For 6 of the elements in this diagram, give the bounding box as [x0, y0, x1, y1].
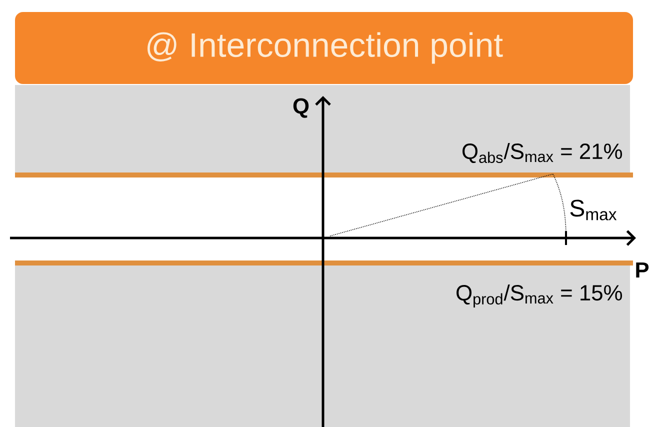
axis-label: Q: [293, 98, 309, 118]
radius-label: S$_{max}$: [570, 200, 617, 220]
ratio-label: Q$_{abs}$/S$_{max}$ = 21%: [462, 142, 622, 164]
ratio-label: Q$_{prod}$/S$_{max}$ = 15%: [456, 284, 622, 308]
axis-label: P: [636, 262, 649, 278]
title-banner: @ Interconnection point: [15, 12, 633, 84]
